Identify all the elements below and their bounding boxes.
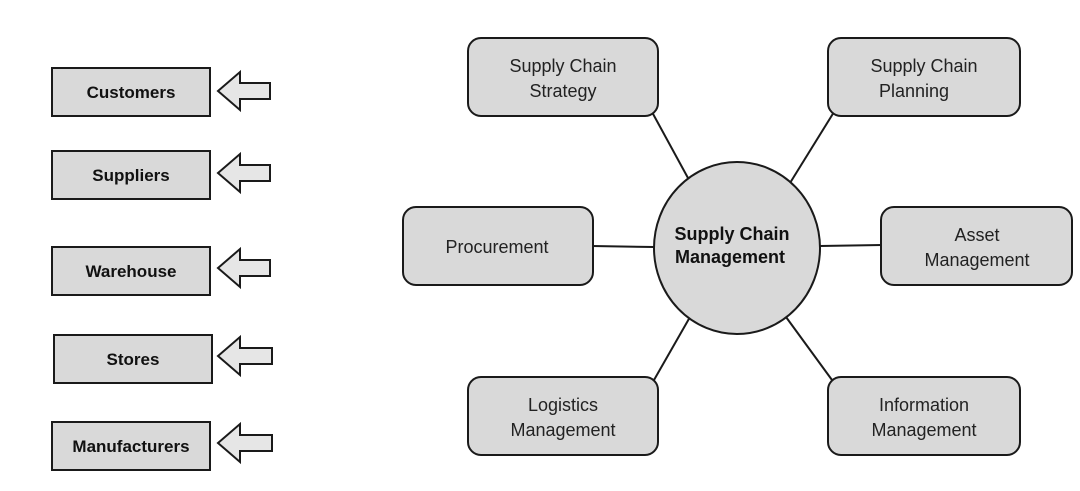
hub-ellipse xyxy=(653,161,821,335)
entity-box xyxy=(51,67,211,117)
function-box xyxy=(467,376,659,456)
left-arrow-icon xyxy=(216,69,271,113)
hub-label: Supply Chain xyxy=(674,224,789,244)
function-box xyxy=(880,206,1073,286)
function-supply-chain-planning: Supply Chain Planning xyxy=(827,37,1021,117)
function-label: Management xyxy=(510,420,615,440)
function-asset-management: Asset Management xyxy=(880,206,1073,286)
entity-label: Manufacturers xyxy=(72,437,189,456)
function-label: Management xyxy=(924,250,1029,270)
function-label: Procurement xyxy=(445,237,548,257)
entity-box xyxy=(51,150,211,200)
entity-box xyxy=(51,246,211,296)
function-label: Logistics xyxy=(528,395,598,415)
hub-label: Management xyxy=(675,247,785,267)
function-logistics-management: Logistics Management xyxy=(467,376,659,456)
function-label: Asset xyxy=(954,225,999,245)
entity-box xyxy=(53,334,213,384)
left-arrow-icon xyxy=(216,421,273,465)
connectors xyxy=(591,111,883,381)
function-information-management: Information Management xyxy=(827,376,1021,456)
connector-asset xyxy=(819,244,883,247)
entity-suppliers: Suppliers xyxy=(51,150,271,200)
connector-strategy xyxy=(651,111,689,179)
connector-procurement xyxy=(591,245,655,248)
function-label: Management xyxy=(871,420,976,440)
hub-supply-chain-management: Supply Chain Management xyxy=(653,161,821,335)
function-label: Supply Chain xyxy=(870,56,977,76)
function-box xyxy=(402,206,594,286)
entity-label: Suppliers xyxy=(92,166,169,185)
function-label: Strategy xyxy=(529,81,596,101)
connector-planning xyxy=(789,111,835,184)
left-arrow-icon xyxy=(216,151,271,195)
left-arrow-icon xyxy=(216,334,273,378)
connector-logistics xyxy=(653,316,691,381)
entity-label: Customers xyxy=(87,83,176,102)
entity-customers: Customers xyxy=(51,67,271,117)
function-box xyxy=(827,37,1021,117)
function-supply-chain-strategy: Supply Chain Strategy xyxy=(467,37,659,117)
left-arrow-icon xyxy=(216,246,271,290)
function-box xyxy=(827,376,1021,456)
function-label: Supply Chain xyxy=(509,56,616,76)
function-box xyxy=(467,37,659,117)
function-procurement: Procurement xyxy=(402,206,594,286)
entity-box xyxy=(51,421,211,471)
entity-stores: Stores xyxy=(53,334,273,384)
connector-information xyxy=(785,316,833,381)
function-label: Information xyxy=(879,395,969,415)
entity-warehouse: Warehouse xyxy=(51,246,271,296)
entity-manufacturers: Manufacturers xyxy=(51,421,273,471)
entity-label: Stores xyxy=(107,350,160,369)
entity-label: Warehouse xyxy=(85,262,176,281)
function-label: Planning xyxy=(879,81,949,101)
